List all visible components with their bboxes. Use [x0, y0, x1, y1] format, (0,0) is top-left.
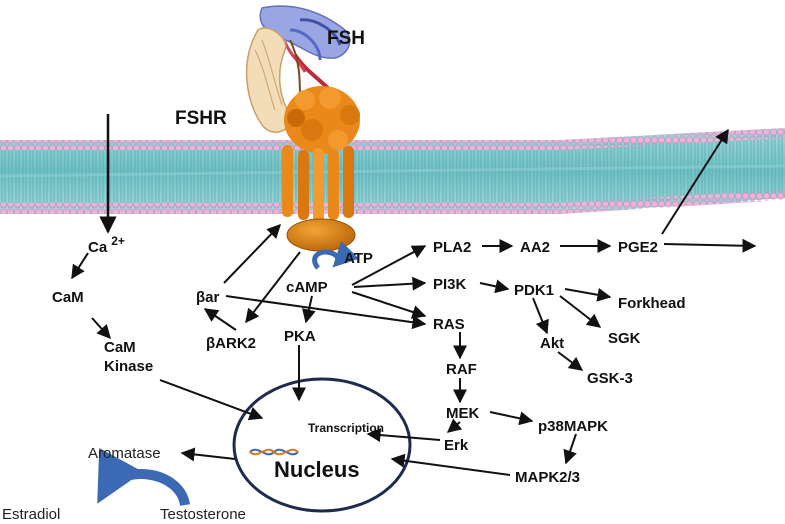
arrow-pdk1-sgk [559, 295, 602, 328]
label-cam-kinase-1: CaM [104, 339, 136, 356]
arrow-akt-gsk3 [557, 351, 584, 371]
nucleus-membrane [232, 377, 412, 513]
arrow-p38-mapk23 [563, 433, 577, 465]
arrow-erk-transcription [366, 428, 441, 443]
label-forkhead: Forkhead [618, 295, 686, 312]
fshr-receptor [282, 86, 360, 222]
label-erk: Erk [444, 437, 469, 454]
atp-curve-arrow [312, 241, 359, 270]
arrow-receptor-bark2 [245, 251, 301, 324]
arrow-mek-p38 [489, 411, 534, 426]
arrow-mek-erk [446, 418, 463, 433]
label-camp: cAMP [286, 279, 328, 296]
arrow-pdk1-akt [532, 297, 549, 335]
g-protein [286, 218, 356, 252]
arrow-bark2-bar [203, 308, 237, 331]
cell-membrane [0, 128, 785, 214]
label-sgk: SGK [608, 330, 641, 347]
arrow-bar-ras [225, 295, 427, 330]
arrow-pi3k-pdk1 [479, 279, 510, 294]
label-mapk23: MAPK2/3 [515, 469, 580, 486]
label-nucleus: Nucleus [274, 457, 360, 482]
label-cam: CaM [52, 289, 84, 306]
label-pi3k: PI3K [433, 276, 467, 293]
dna-icon [249, 448, 299, 456]
label-pka: PKA [284, 328, 316, 345]
label-fsh: FSH [327, 28, 365, 49]
label-akt: Akt [540, 335, 564, 352]
label-pla2: PLA2 [433, 239, 471, 256]
arrow-camp-pka [302, 295, 316, 324]
arrow-pge2-right [663, 238, 757, 253]
label-transcription: Transcription [308, 421, 384, 435]
label-bar: βar [196, 289, 219, 306]
label-raf: RAF [446, 361, 477, 378]
label-gsk3: GSK-3 [587, 370, 633, 387]
label-pdk1: PDK1 [514, 282, 554, 299]
arrow-pge2-membrane [661, 128, 729, 235]
label-ras: RAS [433, 316, 465, 333]
label-p38mapk: p38MAPK [538, 418, 608, 435]
arrow-cam-kinase [91, 317, 111, 340]
arrow-camp-ras [351, 291, 427, 319]
label-bark2: βARK2 [206, 335, 256, 352]
arrow-pdk1-forkhead [564, 287, 612, 302]
label-estradiol: Estradiol [2, 506, 60, 523]
arrow-mapk23-nucleus [390, 453, 511, 476]
arrow-ca-cam [71, 252, 89, 280]
arrow-camp-pla2 [351, 245, 427, 286]
aromatase-curve-arrow [97, 447, 190, 507]
label-atp: ATP [344, 250, 373, 267]
label-aromatase: Aromatase [88, 445, 161, 462]
label-testosterone: Testosterone [160, 506, 246, 523]
label-aa2: AA2 [520, 239, 550, 256]
arrows [71, 114, 757, 476]
arrow-bar-receptor [223, 223, 281, 284]
arrow-kinase-nucleus [159, 379, 264, 421]
label-pge2: PGE2 [618, 239, 658, 256]
label-mek: MEK [446, 405, 480, 422]
arrow-camp-pi3k [353, 276, 427, 291]
arrow-nucleus-aromatase [180, 447, 236, 462]
label-cam-kinase-2: Kinase [104, 358, 153, 375]
label-fshr: FSHR [175, 108, 227, 129]
